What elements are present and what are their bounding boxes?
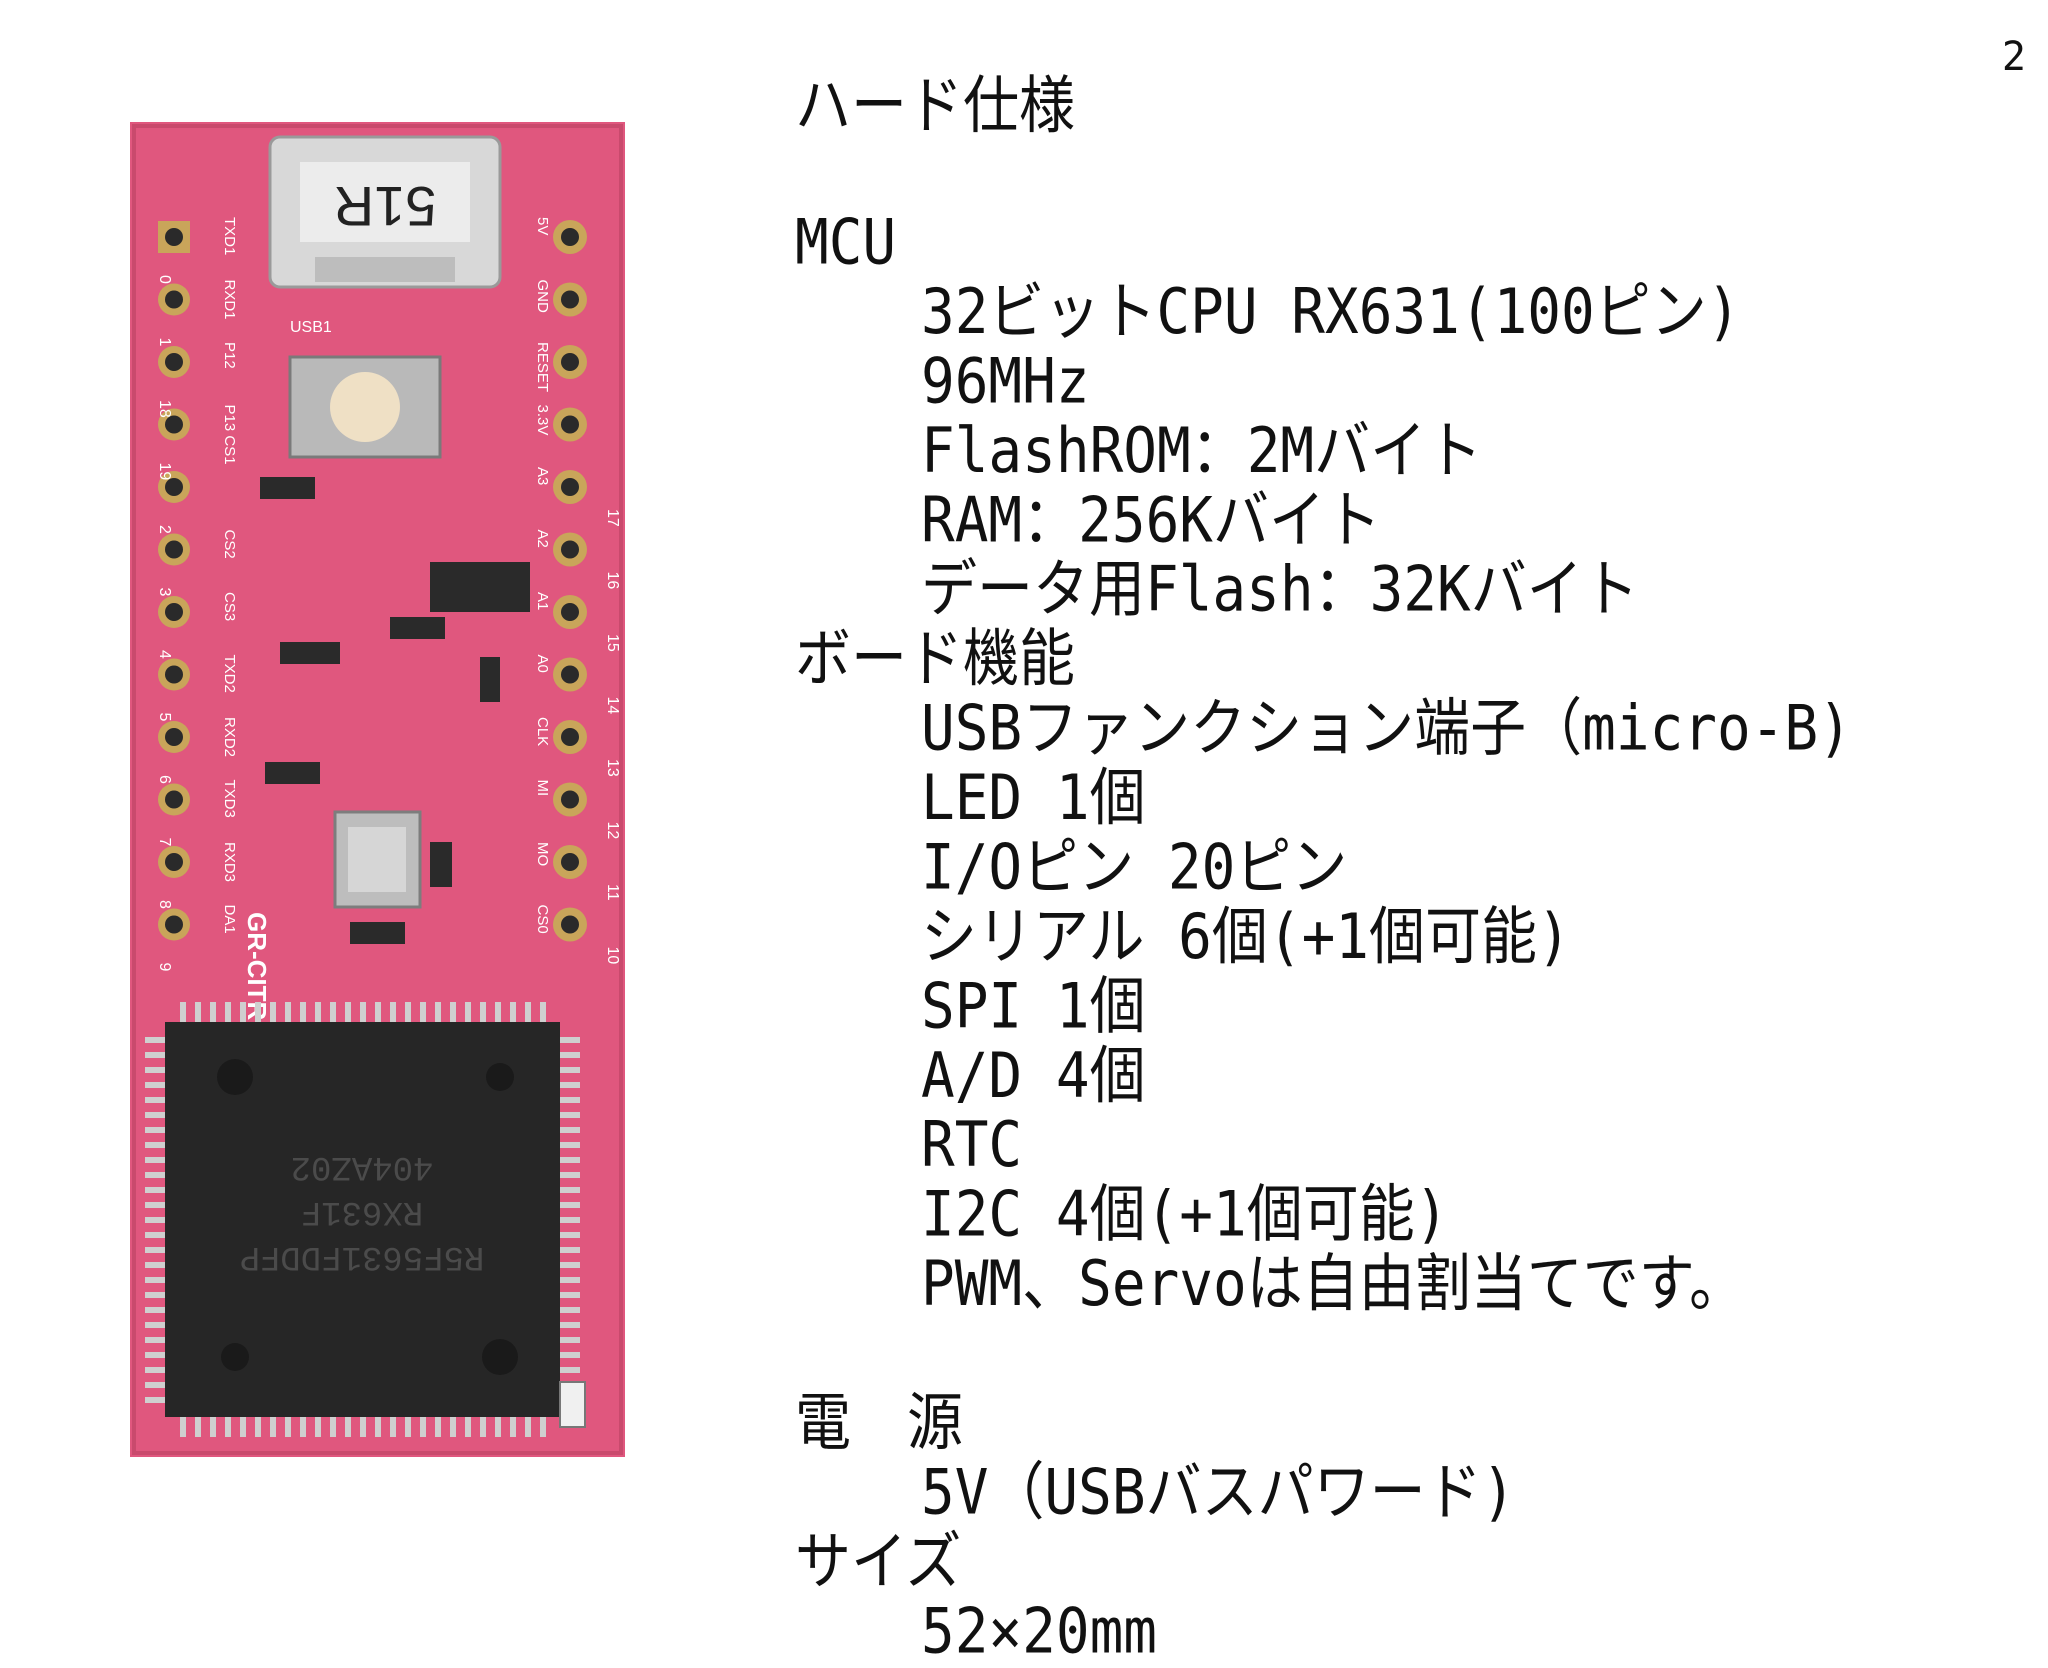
right-signal-label: A0 — [534, 655, 551, 673]
right-pin-number: 11 — [604, 884, 621, 901]
left-pin-number: 8 — [156, 900, 173, 909]
reset-button-graphic — [288, 355, 442, 459]
right-signal-label: MO — [534, 842, 551, 866]
right-signal-label: GND — [534, 280, 551, 314]
left-pin-number: 3 — [156, 588, 173, 597]
left-signal-label: RXD2 — [221, 717, 238, 757]
section-gap — [795, 1320, 1995, 1389]
spec-item: I/Oピン 20ピン — [921, 831, 1348, 905]
left-signal-label: TXD3 — [221, 780, 238, 818]
spec-item: PWM、Servoは自由割当てです。 — [921, 1248, 1746, 1321]
right-signal-labels: 5V GND RESET 3.3V 17 A3 16 A2 15 A1 14 A0 13 CLK 12 MI 1… — [534, 217, 621, 964]
left-signal-label: TXD2 — [221, 655, 238, 693]
left-pin-number: 0 — [156, 275, 173, 284]
svg-text:R5F5631FDDFP: R5F5631FDDFP — [240, 1237, 485, 1275]
svg-text:RX631F: RX631F — [301, 1192, 423, 1230]
chip-leads — [145, 1002, 580, 1437]
section-heading: サイズ — [795, 1525, 962, 1599]
right-pin-number: 13 — [604, 759, 621, 777]
spec-item: 32ビットCPU RX631(100ピン) — [921, 275, 1741, 349]
usb-connector — [268, 135, 502, 289]
left-signal-label: RXD1 — [221, 280, 238, 320]
spec-item: 5V（USBバスパワード) — [921, 1456, 1516, 1530]
left-pin-number: 4 — [156, 650, 173, 659]
right-signal-label: 5V — [534, 217, 551, 235]
spec-item: RTC — [921, 1109, 1023, 1182]
right-signal-label: A1 — [534, 592, 551, 610]
section-heading: ボード機能 — [795, 623, 1075, 696]
right-header-pins — [553, 220, 587, 942]
right-pin-number: 17 — [604, 509, 621, 527]
usb-marking: 51R — [334, 175, 437, 238]
spec-item: 52×20mm — [921, 1595, 1158, 1668]
right-signal-label: CS0 — [534, 905, 551, 934]
right-pin-number: 14 — [604, 697, 621, 715]
spec-item: USBファンクション端子（micro-B) — [921, 692, 1852, 766]
spec-item: RAM：256Kバイト — [921, 484, 1382, 557]
page-title: ハード仕様 — [795, 69, 1075, 143]
left-signal-label: CS2 — [221, 530, 238, 559]
left-pin-number: 6 — [156, 775, 173, 784]
left-pin-number: 19 — [156, 463, 173, 481]
usb-label: USB1 — [290, 319, 332, 336]
mcu-chip — [165, 1022, 560, 1417]
left-signal-label: RXD3 — [221, 842, 238, 882]
right-pin-number: 16 — [604, 572, 621, 590]
left-pin-number: 5 — [156, 713, 173, 722]
right-pin-number: 15 — [604, 634, 621, 652]
left-signal-label: TXD1 — [221, 217, 238, 255]
led-graphic — [559, 1381, 586, 1428]
right-pin-number: 10 — [604, 947, 621, 965]
left-pin-number: 18 — [156, 400, 173, 418]
left-pin-number: 7 — [156, 838, 173, 847]
chip-marking: 404AZ02 RX631F R5F5631FDDFP — [240, 1147, 485, 1275]
section-heading: MCU — [795, 206, 897, 280]
right-signal-label: 3.3V — [534, 405, 551, 436]
right-signal-label: A3 — [534, 467, 551, 485]
spec-item: シリアル 6個(+1個可能) — [921, 900, 1571, 974]
right-pin-number: 12 — [604, 822, 621, 840]
right-signal-label: CLK — [534, 717, 551, 746]
svg-text:404AZ02: 404AZ02 — [291, 1147, 434, 1185]
spec-item: A/D 4個 — [921, 1039, 1146, 1113]
left-signal-label: DA1 — [221, 905, 238, 934]
right-signal-label: MI — [534, 780, 551, 797]
spec-item: LED 1個 — [921, 761, 1146, 835]
section-heading: 電 源 — [795, 1386, 963, 1460]
right-signal-label: A2 — [534, 530, 551, 548]
spec-item: SPI 1個 — [921, 970, 1146, 1044]
left-pin-number: 9 — [156, 963, 173, 972]
page-number: 2 — [2001, 34, 2026, 80]
spec-item: I2C 4個(+1個可能) — [921, 1178, 1449, 1252]
spec-item: 96MHz — [921, 345, 1090, 419]
spec-item: FlashROM：2Mバイト — [921, 414, 1483, 488]
left-signal-label: CS3 — [221, 592, 238, 621]
left-pin-number: 2 — [156, 525, 173, 534]
left-signal-label: P13 CS1 — [221, 405, 238, 465]
spec-item: データ用Flash：32Kバイト — [921, 553, 1639, 627]
left-pin-number: 1 — [156, 338, 173, 347]
right-signal-label: RESET — [534, 342, 551, 392]
left-signal-label: P12 — [221, 342, 238, 369]
left-header-pins — [158, 221, 190, 941]
crystal-graphic — [333, 810, 422, 909]
